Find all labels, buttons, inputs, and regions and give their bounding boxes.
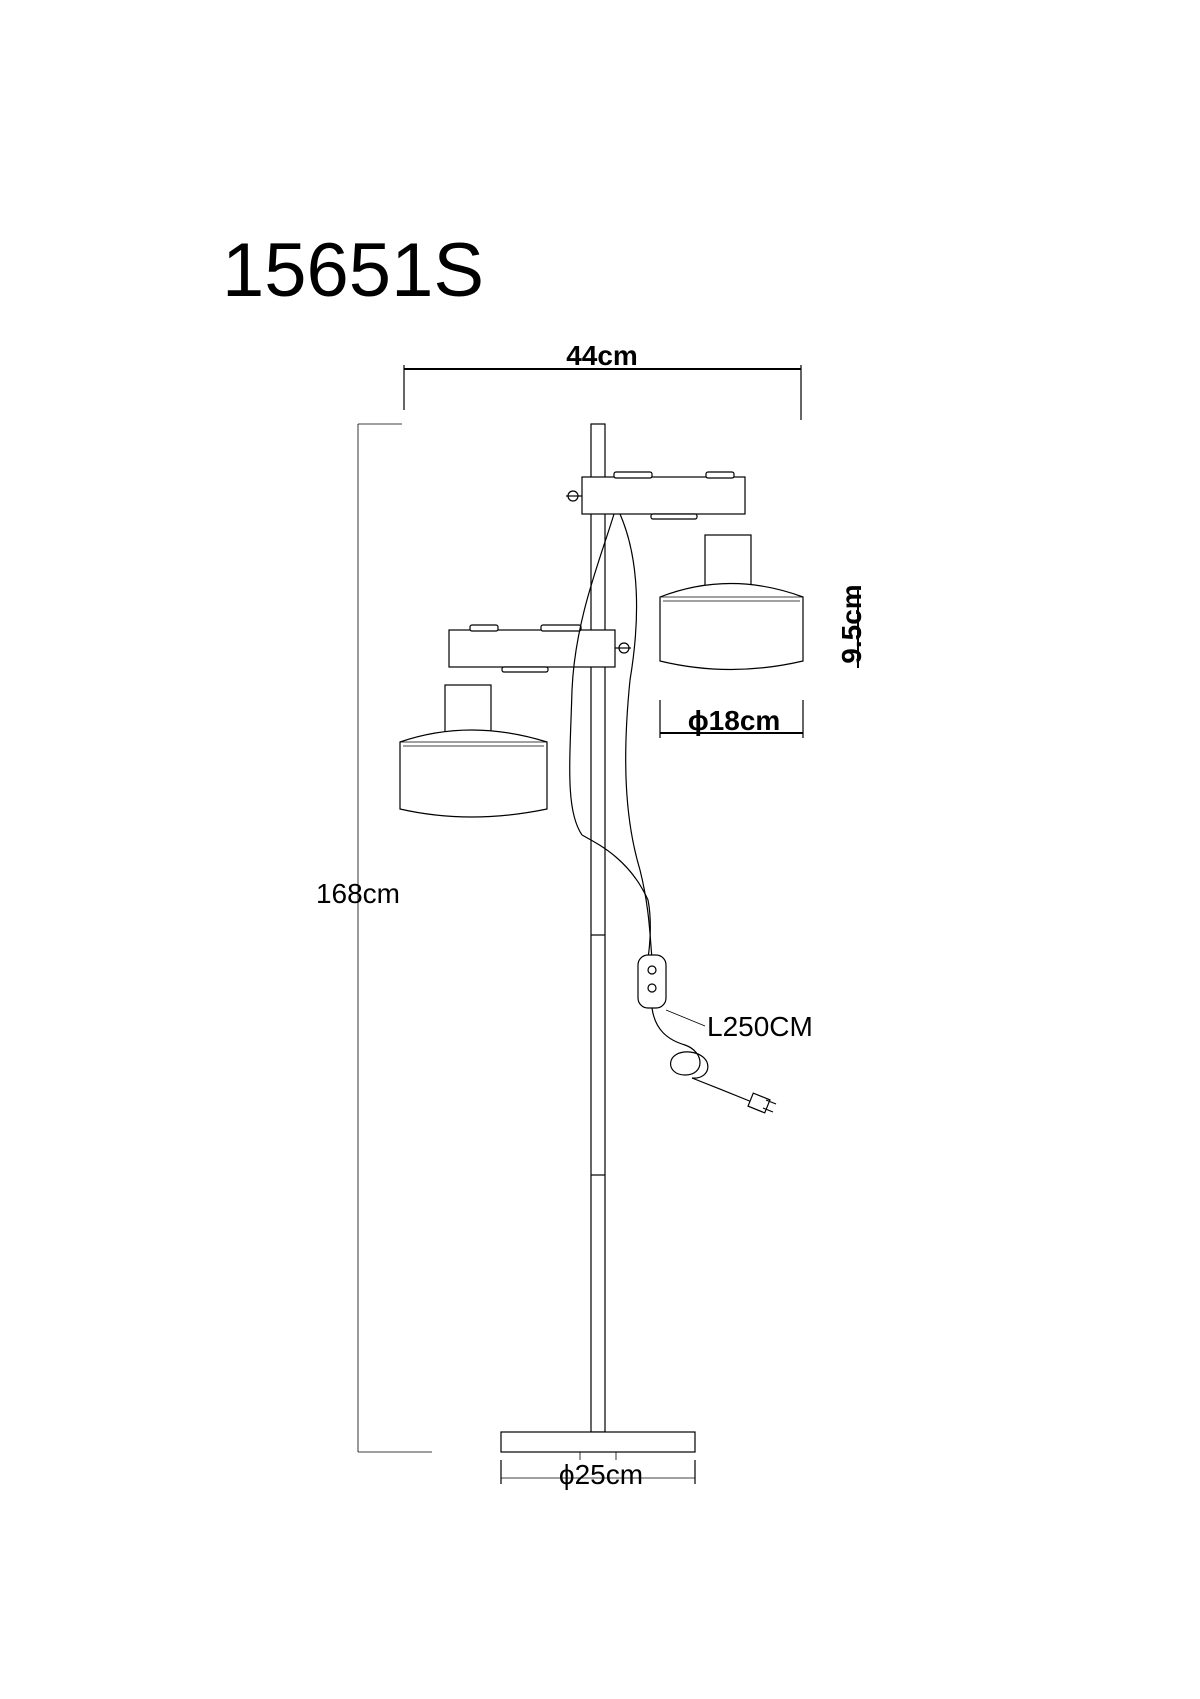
lower-lamp-head xyxy=(399,684,548,818)
shade-height-label: 9.5cm xyxy=(836,584,867,663)
height-label: 168cm xyxy=(316,878,400,909)
height-dimension: 168cm xyxy=(316,423,432,1453)
width-label: 44cm xyxy=(566,340,638,371)
lower-arm xyxy=(448,624,631,673)
base-diameter-dimension: ϕ25cm xyxy=(500,1459,696,1490)
upper-lamp-head xyxy=(659,534,804,671)
width-dimension: 44cm xyxy=(403,340,802,420)
lamp-base xyxy=(500,1431,696,1460)
upper-arm xyxy=(566,471,746,520)
shade-diameter-label: ϕ18cm xyxy=(688,705,781,736)
cable-length-callout: L250CM xyxy=(665,1009,813,1042)
base-diameter-label: ϕ25cm xyxy=(559,1459,643,1490)
shade-diameter-dimension: ϕ18cm xyxy=(659,700,804,738)
model-number: 15651S xyxy=(222,228,484,313)
upper-shade-height-dimension: 9.5cm xyxy=(836,584,867,668)
lamp-pole xyxy=(590,423,606,1433)
power-cable xyxy=(569,513,777,1114)
cable-length-label: L250CM xyxy=(707,1011,813,1042)
